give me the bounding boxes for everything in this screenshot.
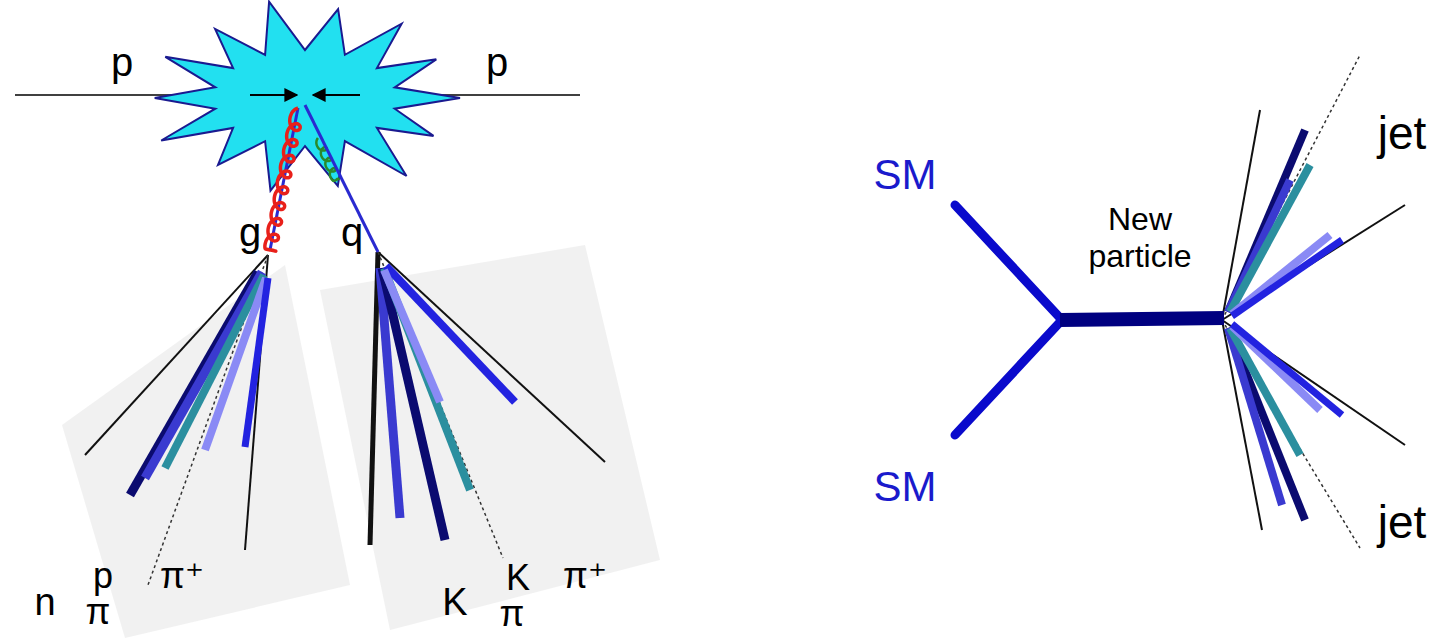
jet-track bbox=[384, 270, 440, 402]
jet-track bbox=[1222, 55, 1360, 320]
jet-track bbox=[378, 252, 605, 462]
jet-track bbox=[148, 255, 268, 585]
particle-label: g bbox=[239, 209, 261, 255]
particle-label: SM bbox=[874, 463, 937, 511]
particle-label: π bbox=[500, 593, 525, 634]
jet-panel bbox=[62, 265, 350, 638]
particle-label: p bbox=[93, 555, 113, 596]
particle-label: p bbox=[111, 39, 133, 85]
particle-label: q bbox=[341, 209, 363, 255]
gluon-coil bbox=[316, 138, 339, 181]
jet-track bbox=[1232, 324, 1342, 415]
particle-label: π bbox=[86, 591, 111, 632]
jet-track bbox=[386, 266, 515, 402]
particle-label: jet bbox=[1378, 496, 1427, 549]
sm-line bbox=[955, 320, 1062, 435]
particle-label: K bbox=[506, 557, 530, 598]
new-particle-bar bbox=[1060, 318, 1224, 320]
jet-track bbox=[384, 268, 470, 490]
particle-label: π⁺ bbox=[160, 555, 204, 596]
jet-track bbox=[370, 252, 378, 545]
particle-label: p bbox=[486, 39, 508, 85]
particle-label: K bbox=[442, 581, 467, 625]
jet-track bbox=[378, 252, 503, 558]
jet-track bbox=[1232, 240, 1342, 316]
beam-arrow bbox=[250, 94, 297, 96]
beam-arrow bbox=[313, 94, 360, 96]
jet-track bbox=[1222, 320, 1360, 548]
gluon-coil bbox=[265, 108, 300, 251]
sm-line bbox=[955, 205, 1062, 320]
particle-label: jet bbox=[1378, 107, 1427, 160]
jet-panel bbox=[320, 245, 660, 630]
collision-star bbox=[155, 2, 460, 191]
particle-label: π⁺ bbox=[563, 555, 607, 596]
particle-label: SM bbox=[874, 151, 937, 199]
particle-name: New particle bbox=[1065, 201, 1215, 275]
particle-label: n bbox=[34, 581, 55, 625]
jet-track bbox=[245, 278, 268, 447]
